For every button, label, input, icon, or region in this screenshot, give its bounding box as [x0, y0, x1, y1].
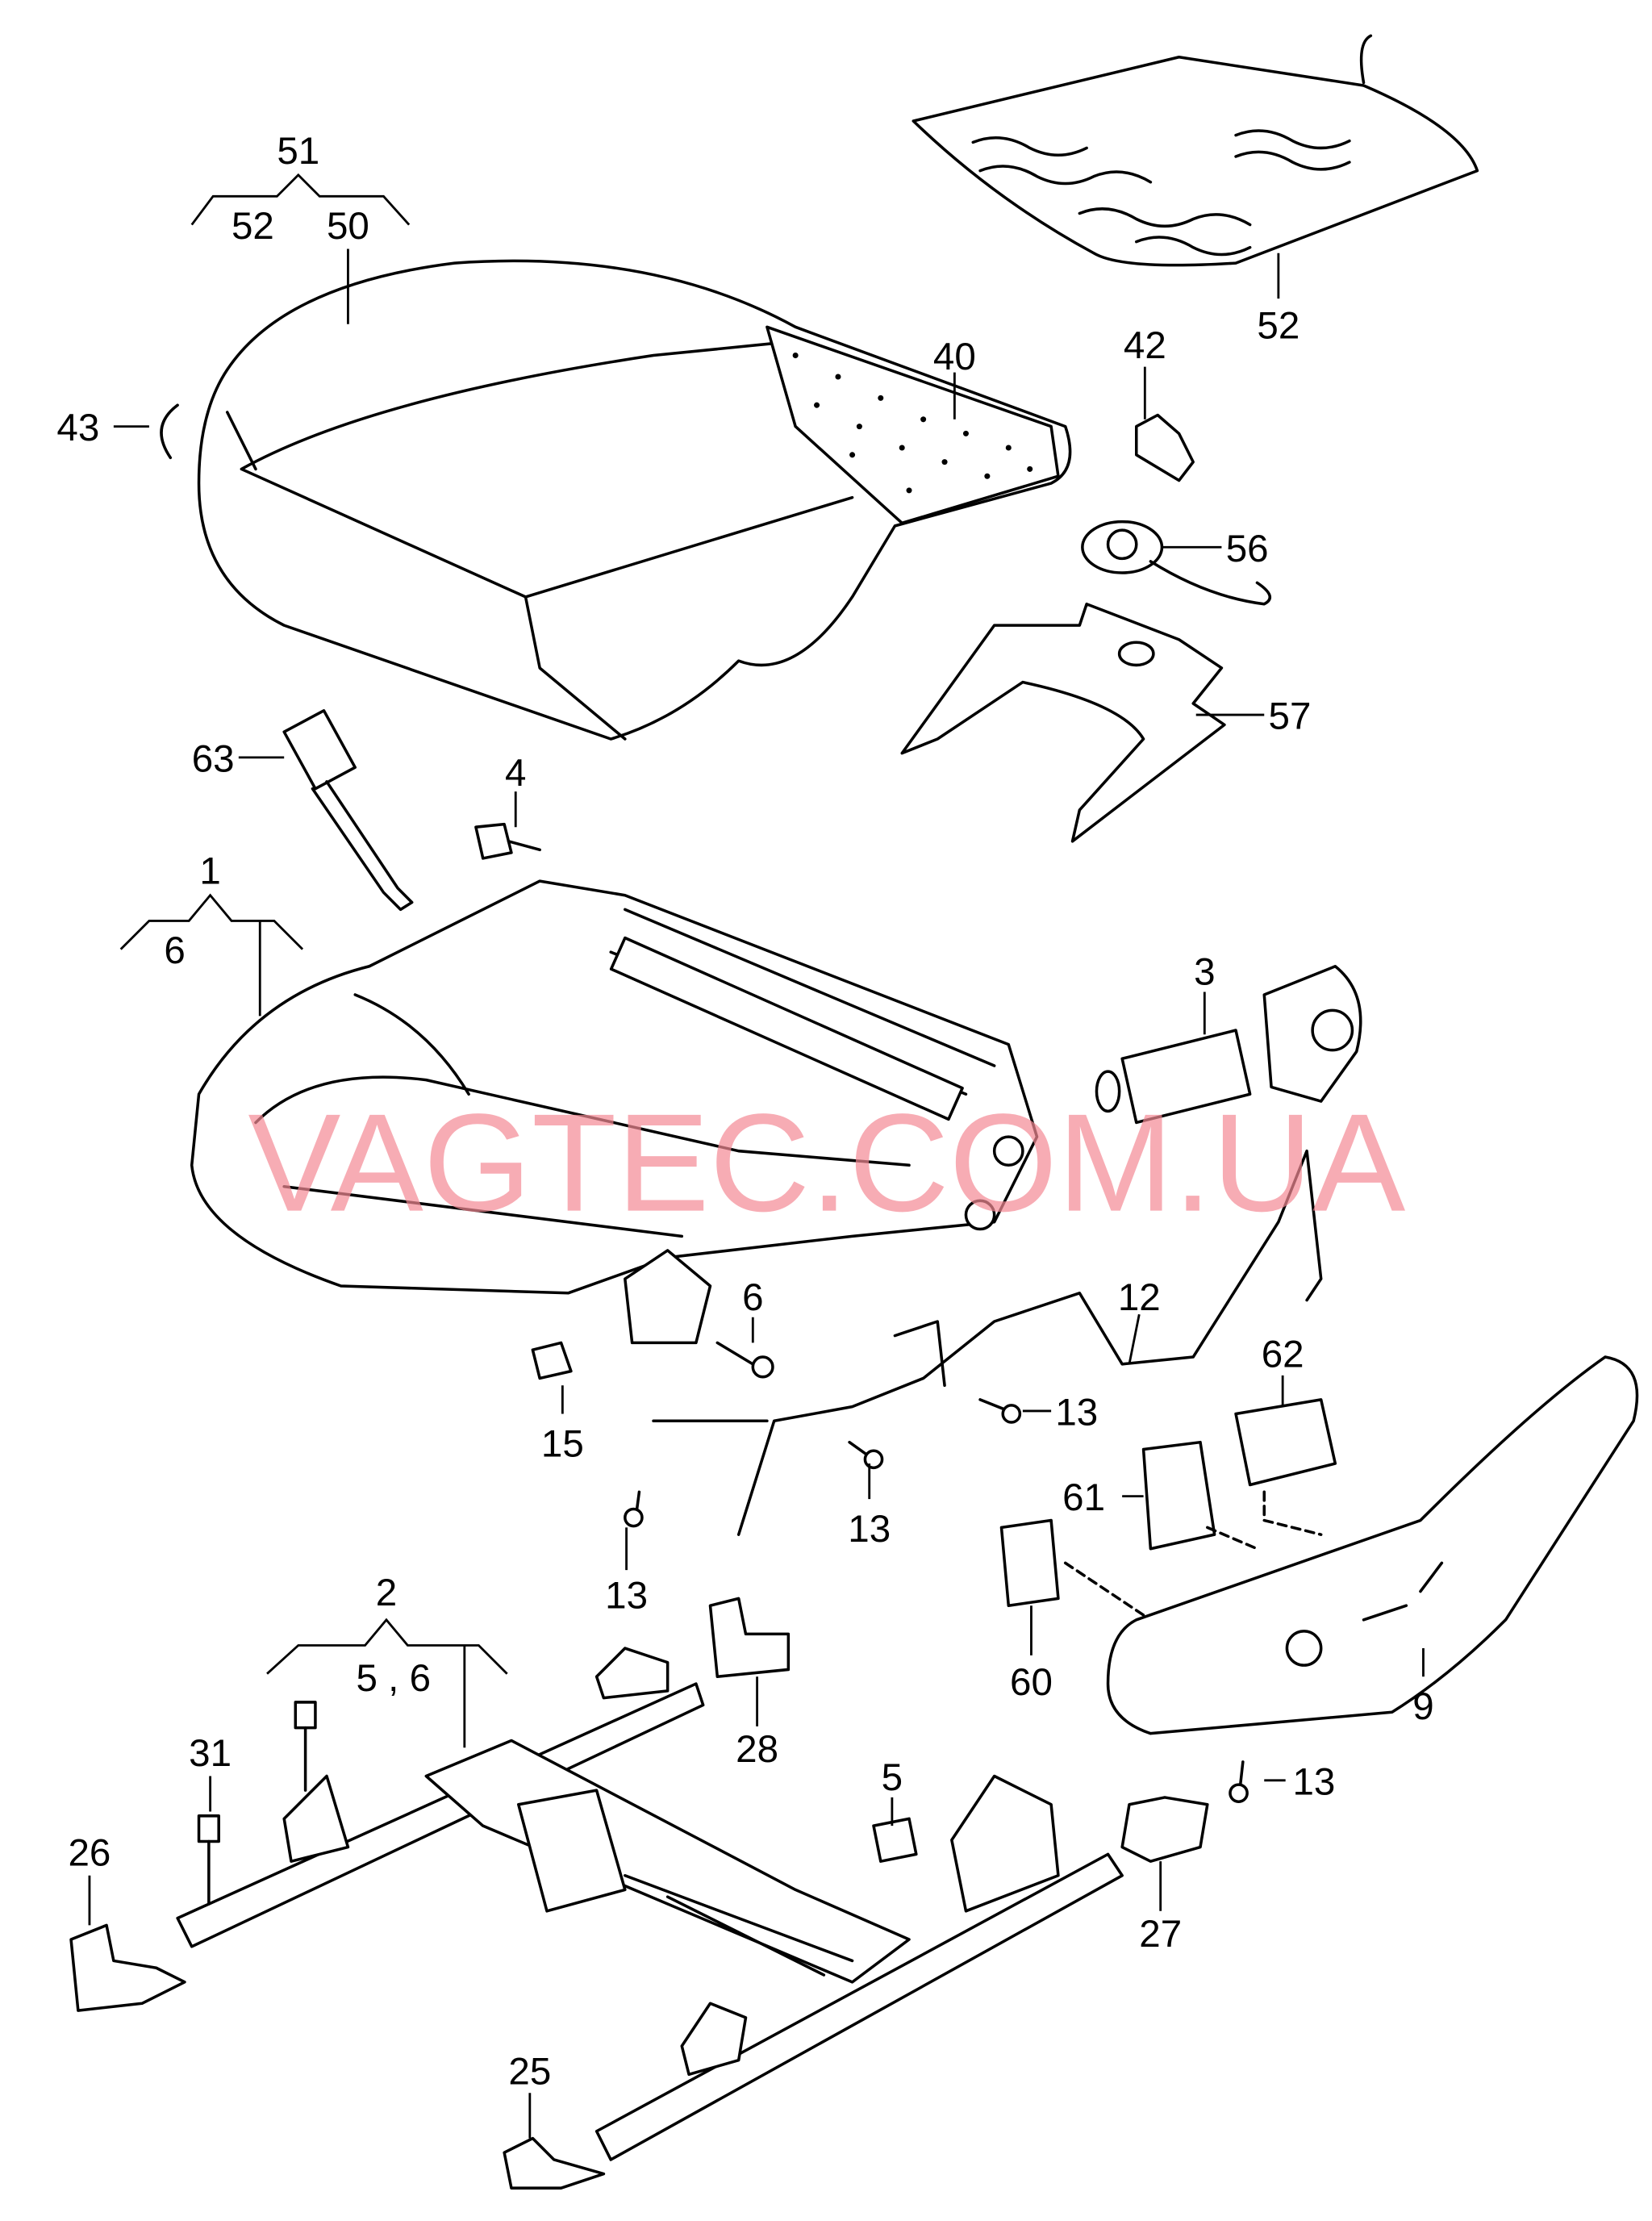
- covers: [69, 1597, 1209, 2190]
- callout-26: 26: [69, 1831, 111, 1874]
- nut-15: [531, 1341, 573, 1380]
- callout-6: 6: [164, 929, 185, 972]
- callout-42: 42: [1124, 324, 1166, 367]
- seat-cushion: [197, 259, 1072, 741]
- callout-27: 27: [1139, 1913, 1182, 1956]
- callout-5-6: 5 , 6: [357, 1657, 432, 1700]
- callout-12: 12: [1118, 1276, 1161, 1319]
- trim-panel-9: [1106, 1355, 1639, 1735]
- callout-13: 13: [605, 1575, 648, 1618]
- screw-6: [715, 1341, 774, 1379]
- seat-heater-mat: [912, 34, 1479, 267]
- seat-rails: [176, 1647, 1124, 2161]
- callout-4: 4: [505, 752, 526, 795]
- callout-31: 31: [189, 1732, 232, 1775]
- mat-57: [900, 602, 1226, 843]
- callout-28: 28: [736, 1728, 778, 1771]
- leader-lines: [88, 173, 1425, 2139]
- callout-9: 9: [1412, 1685, 1433, 1728]
- callout-labels: 51 52 50 43 40 52 42 56 57 63 4 1 6 3 6 …: [56, 130, 1433, 2094]
- callout-1: 1: [199, 850, 220, 893]
- screw-4: [474, 822, 541, 860]
- callout-51: 51: [277, 130, 319, 173]
- callout-13: 13: [848, 1508, 891, 1551]
- watermark: VAGTEC.COM.UA: [248, 1085, 1405, 1241]
- callout-62: 62: [1262, 1333, 1304, 1376]
- sensor-56: [1081, 520, 1272, 606]
- seat-frame: [190, 879, 1039, 1345]
- callout-3: 3: [1194, 951, 1215, 994]
- callout-57: 57: [1269, 695, 1312, 738]
- callout-40: 40: [933, 336, 976, 378]
- callout-56: 56: [1226, 528, 1269, 570]
- clip-42: [1135, 413, 1195, 482]
- callout-43: 43: [56, 407, 99, 449]
- callout-52: 52: [1257, 304, 1299, 347]
- callout-13: 13: [1292, 1760, 1335, 1803]
- callout-52: 52: [232, 205, 274, 248]
- clip-43: [160, 403, 179, 460]
- callout-5: 5: [882, 1756, 903, 1799]
- belt-buckle-63: [282, 709, 414, 912]
- callout-61: 61: [1062, 1476, 1105, 1519]
- callout-63: 63: [192, 738, 235, 781]
- callout-60: 60: [1010, 1661, 1053, 1704]
- callout-2: 2: [376, 1572, 397, 1614]
- bolts: [197, 1701, 317, 1906]
- motor-3: [1095, 965, 1362, 1125]
- callout-25: 25: [508, 2051, 551, 2094]
- callout-13: 13: [1055, 1392, 1098, 1434]
- callout-6: 6: [742, 1276, 763, 1319]
- callout-15: 15: [541, 1422, 584, 1465]
- cushion-perforation-dots: [792, 353, 1033, 494]
- wire-harness-12: [652, 1149, 1323, 1536]
- callout-50: 50: [327, 205, 369, 248]
